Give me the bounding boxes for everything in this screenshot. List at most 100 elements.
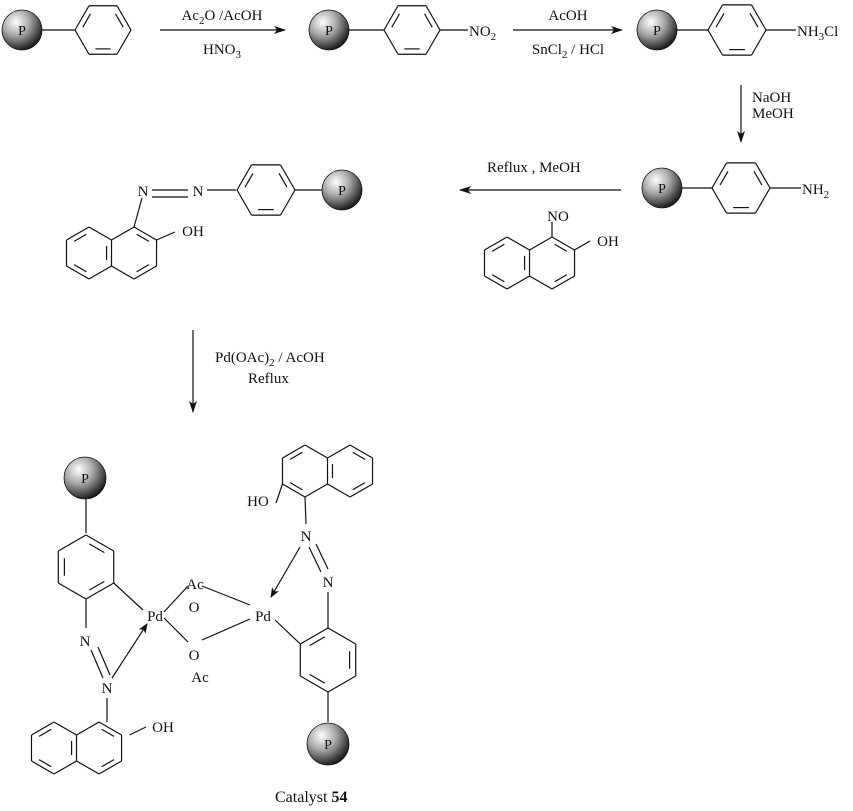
ring-bond [66,265,90,280]
ring-bond [88,226,112,241]
ring-bond [551,275,575,290]
azo-double-bond [308,546,322,573]
ring-double-bond [753,171,763,186]
ring-double-bond [289,451,303,460]
reagent-neutralization-bottom: MeOH [752,106,794,122]
benzene-ring [74,5,132,55]
ring-double-bond [491,274,505,283]
polymer-support-icon: P [63,456,107,500]
naphthol-ring-right [281,444,374,498]
ring-double-bond [715,13,725,28]
reagent-condensation: Reflux , MeOH [487,160,581,176]
ring-bond [551,236,575,251]
ring-double-bond [278,173,288,188]
carbon-palladium-bond [274,619,301,645]
pd-o-bond [163,617,189,643]
ring-bond [327,627,357,645]
ring-bond [85,582,115,600]
ring-bond [349,483,373,498]
ring-double-bond [82,13,91,28]
ring-double-bond [136,264,150,273]
polymer-support-label: P [653,24,661,39]
ring-bond [327,483,351,498]
azo-nitrogen-right-2: N [323,575,334,591]
palladium-right: Pd [255,609,271,625]
sphere-shape [63,456,107,500]
carbon-palladium-bond [113,582,144,611]
ring-double-bond [554,274,568,283]
bridging-oxygen-bottom: O [189,648,200,664]
ring-bond [282,444,306,459]
aryl-nitrogen-bond [304,496,307,525]
ring-bond [750,4,767,31]
azo-nitrogen-left-2: N [102,681,113,697]
hydroxyl-group-label: OH [597,234,619,250]
ring-bond [754,162,771,189]
nitro-group-label: NO2 [469,24,496,43]
aryl-ring-left [57,534,115,600]
ring-double-bond [101,759,115,768]
ring-bond [31,721,55,736]
hydroxyl-bond [129,726,147,736]
aryl-ring-right [299,627,357,693]
ring-double-bond [749,13,759,28]
pd-o-bond [163,585,189,613]
ring-bond [529,236,553,251]
ring-bond [74,5,90,31]
ring-bond [98,721,122,736]
hydroxyl-group-label: OH [182,224,204,240]
polymer-support-label: P [81,472,89,487]
ring-bond [327,675,357,693]
reagent-reduction-bottom: SnCl2 / HCl [532,42,604,61]
coordination-arrow-left [111,623,148,679]
naphthol-ring-left [30,721,123,775]
polymer-support-label: P [18,24,26,39]
benzene-ring [707,4,767,56]
polymer-support-icon: P [306,722,350,766]
ring-double-bond [391,13,400,28]
polymer-support-label: P [324,738,332,753]
ring-bond [66,226,90,241]
ring-bond [327,444,351,459]
ring-bond [53,721,77,736]
ring-double-bond [38,728,52,737]
ring-bond [754,187,771,214]
ring-double-bond [491,243,505,252]
polymer-support-label: P [658,182,666,197]
ring-bond [529,275,553,290]
ring-bond [711,162,728,189]
polymer-support-icon: P [1,9,43,51]
ring-bond [279,164,296,191]
ring-double-bond [309,673,326,684]
ring-double-bond [424,13,433,28]
azo-nitrogen-1: N [138,184,149,200]
ring-bond [116,5,132,31]
ring-bond [383,5,399,31]
ring-double-bond [554,243,568,252]
naphthol-ring [65,226,158,280]
polymer-support-icon: P [641,167,683,209]
ring-bond [750,29,767,56]
ring-double-bond [289,482,303,491]
reagent-neutralization-top: NaOH [752,90,791,106]
ring-bond [279,189,296,216]
bridging-oxygen-top: O [189,600,200,616]
amine-group-label: NH2 [802,182,829,201]
ring-bond [236,164,253,191]
ring-bond [74,29,90,55]
pd-o-bond [201,618,251,641]
ring-bond [299,627,329,645]
ring-double-bond [244,173,254,188]
ammonium-group-label: NH3Cl [797,24,838,43]
ring-bond [383,29,399,55]
polymer-support-icon: P [321,169,363,211]
nitroso-group-label: NO [547,209,569,225]
reagent-palladation-bottom: Reflux [248,371,289,387]
hydroxyl-bond [275,483,284,504]
ring-double-bond [38,759,52,768]
acetyl-bottom: Ac [191,670,209,686]
reagent-nitration-bottom: HNO3 [203,42,242,61]
benzene-ring [711,162,771,214]
